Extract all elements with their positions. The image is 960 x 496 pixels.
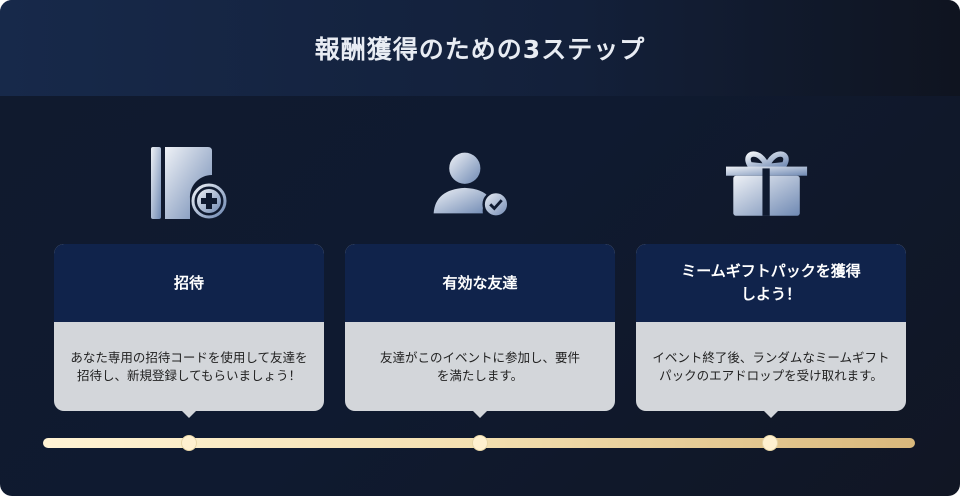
- step-heading: 招待: [173, 273, 204, 292]
- step-card-gift-pack: ミームギフトパックを獲得しよう！ イベント終了後、ランダムなミームギフトパックの…: [636, 244, 906, 418]
- card-pointer: [472, 410, 488, 418]
- invite-card-plus-icon: [151, 147, 227, 219]
- step-description: イベント終了後、ランダムなミームギフトパックのエアドロップを受け取れます。: [652, 349, 890, 383]
- timeline-dot-2: [472, 435, 488, 451]
- step-heading: ミームギフトパックを獲得しよう！: [681, 262, 861, 303]
- step-card-invite: 招待 あなた専用の招待コードを使用して友達を招待し、新規登録してもらいましょう！: [54, 244, 324, 418]
- timeline-dot-1: [181, 435, 197, 451]
- user-check-icon: [433, 152, 510, 218]
- step-description: あなた専用の招待コードを使用して友達を招待し、新規登録してもらいましょう！: [70, 349, 308, 383]
- step-card-valid-friend: 有効な友達 友達がこのイベントに参加し、要件を満たします。: [345, 244, 615, 418]
- gift-icon: [726, 151, 808, 216]
- header: 報酬獲得のための3ステップ: [0, 0, 960, 96]
- page-title: 報酬獲得のための3ステップ: [314, 35, 646, 64]
- timeline-dot-3: [762, 435, 778, 451]
- card-pointer: [181, 410, 197, 418]
- step-description: 友達がこのイベントに参加し、要件を満たします。: [379, 349, 580, 383]
- step-heading: 有効な友達: [442, 273, 518, 292]
- card-pointer: [763, 410, 779, 418]
